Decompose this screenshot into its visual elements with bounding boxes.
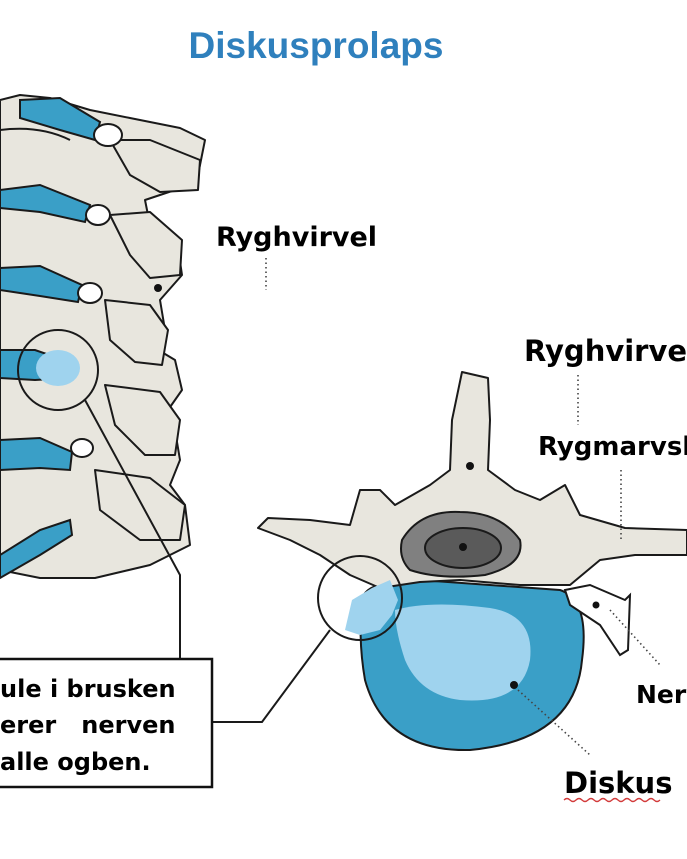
vertebra-side-marker (154, 284, 162, 292)
side-pointer-line (84, 399, 181, 660)
label-disc: Diskus (564, 766, 672, 800)
cross-vertebra (257, 371, 687, 589)
disc-marker (510, 681, 518, 689)
page-title: Diskusprolaps (189, 25, 444, 66)
side-disc-6 (0, 518, 74, 580)
spinous-process-2 (109, 211, 183, 279)
label-vertebra-cross: Ryghvirvel (524, 334, 687, 368)
foramen-1 (93, 123, 123, 147)
side-disc-3 (0, 264, 84, 304)
side-herniation-circle (17, 329, 99, 411)
foramen-5 (70, 438, 94, 458)
cross-disc-nucleus (395, 604, 531, 701)
foramen-3 (77, 282, 103, 304)
side-disc-5 (0, 436, 74, 472)
note-box (0, 657, 214, 789)
nerve-root (563, 583, 632, 657)
spine-side-view (0, 94, 206, 660)
spinous-process-4 (104, 384, 181, 456)
note-line-1: ule i brusken (0, 675, 176, 703)
spinous-process-3 (104, 299, 169, 366)
spellcheck-underline (563, 797, 661, 803)
label-nerve: Nerv (636, 680, 687, 709)
note-line-2: erer nerven (0, 711, 176, 739)
nerve-marker (592, 601, 600, 609)
label-vertebra-side: Ryghvirvel (216, 222, 377, 253)
cross-herniation (345, 580, 398, 635)
cross-section-view (213, 371, 687, 752)
foramen-2 (85, 204, 111, 226)
side-herniation (36, 350, 80, 386)
leader-nerve (609, 609, 661, 666)
spinous-process-1 (109, 139, 201, 193)
note-line-3: alle ogben. (0, 748, 151, 776)
side-disc-2 (0, 183, 92, 224)
cross-herniation-circle (317, 555, 403, 641)
spinous-process-5 (94, 469, 186, 541)
vertebra-cross-marker (466, 462, 474, 470)
label-spinal-canal: Rygmarvsk (538, 432, 687, 462)
cross-pointer-line (213, 629, 331, 723)
spinal-cord-marker (459, 543, 467, 551)
